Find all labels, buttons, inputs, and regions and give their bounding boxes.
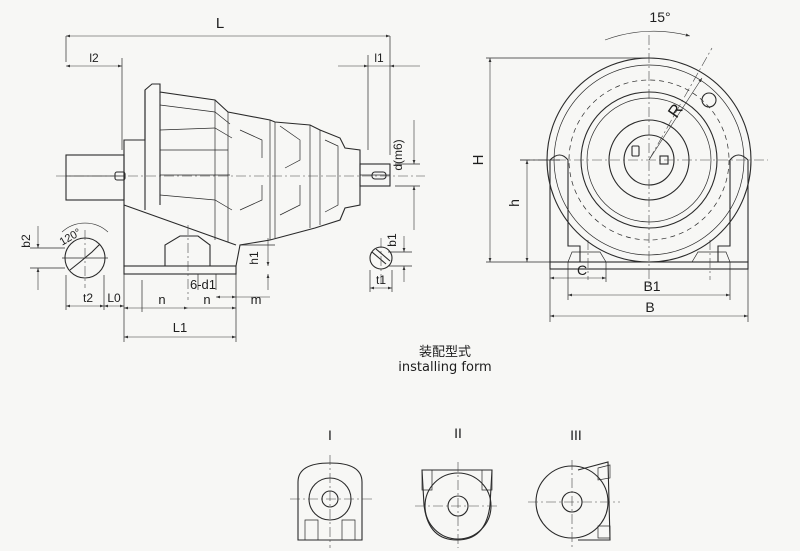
shaft-key-section-left bbox=[30, 222, 124, 310]
label-L1: L1 bbox=[173, 320, 187, 335]
label-B1: B1 bbox=[643, 278, 660, 294]
front-view: 15° R H h C B1 B bbox=[470, 9, 768, 322]
installing-form-III bbox=[528, 460, 620, 548]
caption-zh: 装配型式 bbox=[418, 345, 471, 360]
shaft-key-section-right bbox=[369, 236, 412, 292]
label-6-d1: 6-d1 bbox=[190, 277, 216, 292]
label-R: R bbox=[664, 100, 687, 121]
side-view: L l2 l1 d(m6) b2 120° t2 L0 n n 6-d1 m h… bbox=[19, 15, 425, 342]
label-t1: t1 bbox=[376, 273, 386, 287]
label-d-m6: d(m6) bbox=[391, 139, 405, 170]
label-m: m bbox=[251, 292, 262, 307]
form-label-II: II bbox=[454, 425, 462, 441]
label-b1: b1 bbox=[385, 233, 399, 247]
label-L0: L0 bbox=[107, 291, 121, 305]
label-t2: t2 bbox=[83, 291, 93, 305]
caption: 装配型式 installing form bbox=[345, 345, 545, 375]
label-H: H bbox=[470, 155, 487, 166]
label-L: L bbox=[216, 15, 224, 32]
label-15-deg: 15° bbox=[649, 9, 670, 25]
gearbox-body bbox=[123, 83, 361, 267]
label-b2: b2 bbox=[19, 234, 33, 248]
label-C: C bbox=[577, 262, 587, 278]
label-B: B bbox=[645, 299, 654, 315]
label-h1: h1 bbox=[247, 251, 261, 265]
label-h: h bbox=[506, 199, 522, 207]
caption-en: installing form bbox=[398, 360, 492, 375]
label-l1: l1 bbox=[374, 51, 384, 65]
arc-15-deg bbox=[604, 30, 691, 41]
form-label-I: I bbox=[328, 427, 332, 443]
dim-R bbox=[648, 77, 703, 161]
bolt-hole bbox=[701, 92, 717, 108]
installing-form-I bbox=[290, 455, 372, 548]
label-n-right: n bbox=[203, 292, 210, 307]
label-l2: l2 bbox=[89, 51, 99, 65]
form-label-III: III bbox=[570, 427, 582, 443]
installing-form-II bbox=[415, 462, 500, 548]
label-n-left: n bbox=[158, 292, 165, 307]
